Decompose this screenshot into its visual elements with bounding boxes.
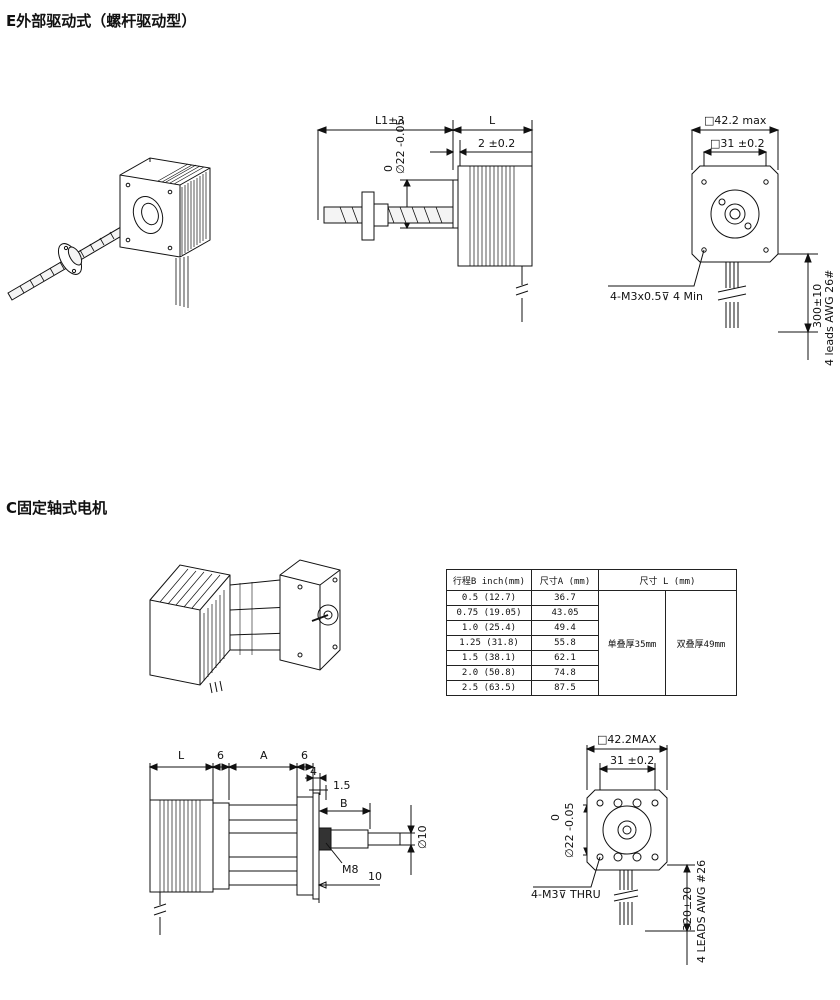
table-cell-l-double: 双叠厚49mm xyxy=(665,590,737,696)
table-cell-stroke: 2.0 (50.8) xyxy=(446,665,532,681)
c-dim-thread: M8 xyxy=(342,863,359,876)
table-cell-a: 74.8 xyxy=(531,665,599,681)
e-dim-flange-thickness: 2 ±0.2 xyxy=(478,137,515,150)
stroke-dimension-table: 行程B inch(mm) 尺寸A (mm) 尺寸 L (mm) 0.5 (12.… xyxy=(446,569,737,696)
c-front-pilot-diameter: ∅22 -0.05 xyxy=(563,802,576,858)
c-front-view-drawing: □42.2MAX 31 ±0.2 0 ∅22 -0.05 4-M3⊽ THRU … xyxy=(531,735,708,965)
table-row: 2.5 (63.5) 87.5 xyxy=(446,680,737,696)
c-dim-10: 10 xyxy=(368,870,382,883)
e-front-hole-pitch: □31 ±0.2 xyxy=(710,137,765,150)
section-title-external-drive: E外部驱动式（螺杆驱动型） xyxy=(6,12,197,30)
table-cell-a: 55.8 xyxy=(531,635,599,651)
c-dim-l: L xyxy=(178,749,185,762)
section-title-fixed-shaft: C固定轴式电机 xyxy=(6,499,108,517)
table-cell-l-single: 单叠厚35mm xyxy=(598,590,666,696)
e-dim-pilot-diameter: ∅22 -0.05 xyxy=(394,118,407,174)
table-cell-a: 43.05 xyxy=(531,605,599,621)
table-cell-stroke: 1.25 (31.8) xyxy=(446,635,532,651)
table-row: 1.5 (38.1) 62.1 xyxy=(446,650,737,666)
c-front-hole-pitch: 31 ±0.2 xyxy=(610,754,654,767)
e-dim-pilot-tol: 0 xyxy=(382,165,395,172)
c-dim-shaft-diameter: ∅10 xyxy=(416,825,429,849)
c-dim-1-5: 1.5 xyxy=(333,779,351,792)
table-row: 1.0 (25.4) 49.4 xyxy=(446,620,737,636)
table-cell-a: 36.7 xyxy=(531,590,599,606)
e-front-screw-callout: 4-M3x0.5⊽ 4 Min xyxy=(610,290,703,303)
c-dim-6-rear: 6 xyxy=(217,749,224,762)
c-side-view-drawing: L 6 A 6 4 1.5 B ∅10 M8 10 xyxy=(148,749,429,935)
table-cell-stroke: 1.5 (38.1) xyxy=(446,650,532,666)
c-isometric-drawing xyxy=(149,559,341,694)
table-cell-stroke: 0.75 (19.05) xyxy=(446,605,532,621)
table-cell-stroke: 0.5 (12.7) xyxy=(446,590,532,606)
e-front-view-drawing: □42.2 max □31 ±0.2 4-M3x0.5⊽ 4 Min 300±1… xyxy=(608,114,836,366)
c-front-lead-spec: 4 LEADS AWG #26 xyxy=(695,860,708,963)
c-dim-6-front: 6 xyxy=(301,749,308,762)
e-front-outer-size: □42.2 max xyxy=(704,114,767,127)
e-front-lead-length: 300±10 xyxy=(811,284,824,328)
e-isometric-drawing xyxy=(7,157,211,308)
table-cell-a: 49.4 xyxy=(531,620,599,636)
c-front-screw-callout: 4-M3⊽ THRU xyxy=(531,888,601,901)
table-cell-a: 62.1 xyxy=(531,650,599,666)
e-side-view-drawing: L1±3 L 2 ±0.2 0 ∅22 -0.05 xyxy=(316,114,534,322)
e-dim-l: L xyxy=(489,114,496,127)
table-row: 0.75 (19.05) 43.05 xyxy=(446,605,737,621)
c-front-lead-length: 320±20 xyxy=(681,887,694,931)
c-front-outer-size: □42.2MAX xyxy=(597,735,657,746)
c-dim-b: B xyxy=(340,797,348,810)
table-row: 0.5 (12.7) 36.7 单叠厚35mm 双叠厚49mm xyxy=(446,590,737,696)
c-dim-a: A xyxy=(260,749,268,762)
table-header-stroke: 行程B inch(mm) xyxy=(446,569,532,591)
table-header-row: 行程B inch(mm) 尺寸A (mm) 尺寸 L (mm) xyxy=(446,569,737,591)
c-front-pilot-tol: 0 xyxy=(549,814,562,821)
table-cell-stroke: 2.5 (63.5) xyxy=(446,680,532,696)
e-front-lead-spec: 4 leads AWG 26# xyxy=(823,270,836,366)
stroke-dimension-table-container: 行程B inch(mm) 尺寸A (mm) 尺寸 L (mm) 0.5 (12.… xyxy=(446,569,737,696)
table-header-size-l: 尺寸 L (mm) xyxy=(598,569,737,591)
c-dim-4: 4 xyxy=(310,765,317,778)
e-dim-l1: L1±3 xyxy=(375,114,404,127)
table-header-size-a: 尺寸A (mm) xyxy=(531,569,599,591)
table-cell-stroke: 1.0 (25.4) xyxy=(446,620,532,636)
table-cell-a: 87.5 xyxy=(531,680,599,696)
